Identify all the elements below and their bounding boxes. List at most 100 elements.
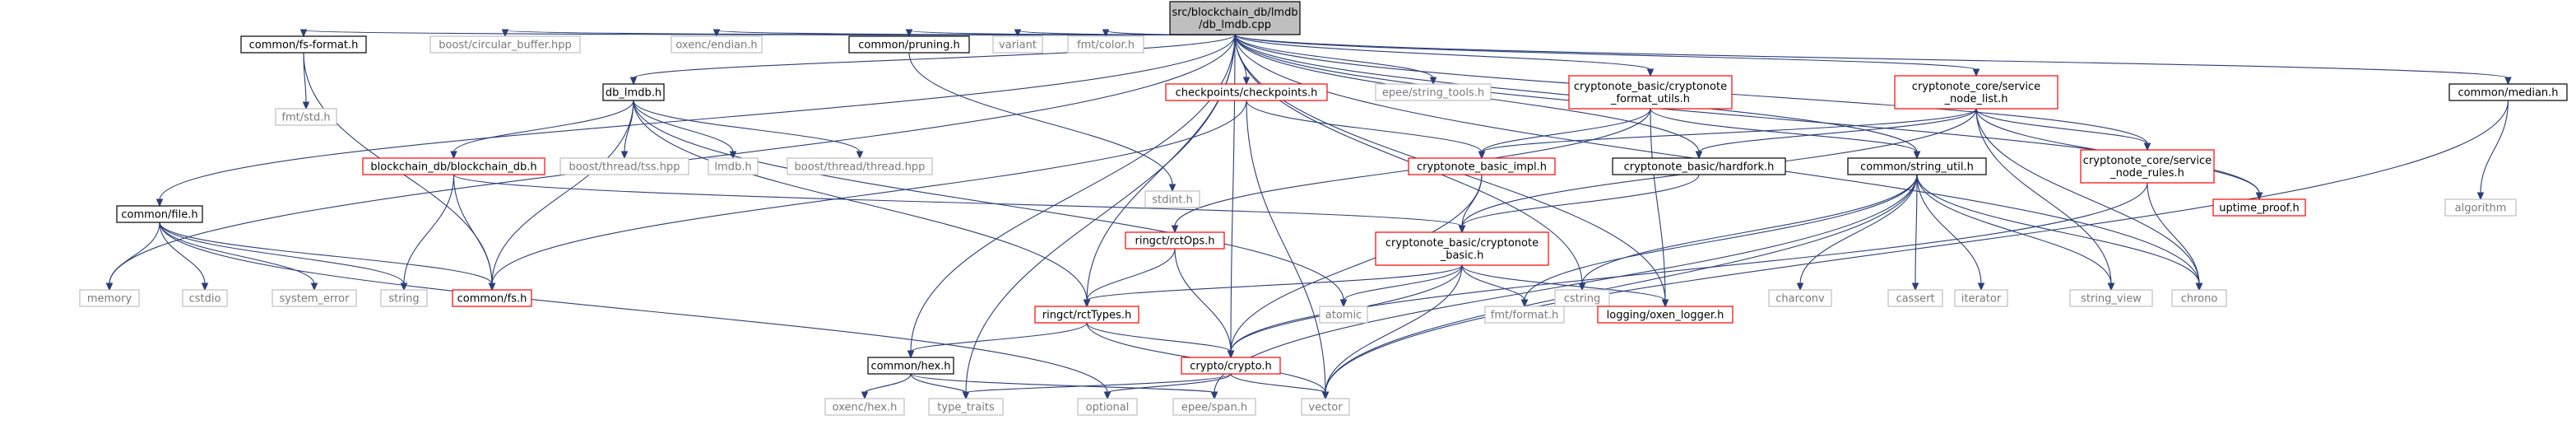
node-commonhex[interactable]: common/hex.h — [867, 357, 954, 375]
node-label-chrono: chrono — [2181, 293, 2218, 306]
nodes-layer: src/blockchain_db/lmdb/db_lmdb.cppcommon… — [79, 1, 2568, 416]
edge-bdbh-to-commonfs — [453, 174, 496, 292]
node-uptime[interactable]: uptime_proof.h — [2212, 198, 2306, 217]
edge-cnbasic-to-atomic — [1339, 264, 1463, 308]
node-label-root-1: /db_lmdb.cpp — [1199, 19, 1271, 31]
edge-root-to-cryptoh — [1227, 34, 1236, 359]
node-label-cassert: cassert — [1896, 293, 1934, 306]
edge-rcttypes-to-cryptoh — [1086, 322, 1235, 359]
edge-snrules-to-chrono — [2147, 182, 2203, 292]
node-root[interactable]: src/blockchain_db/lmdb/db_lmdb.cpp — [1169, 1, 1301, 35]
node-cstdio: cstdio — [182, 289, 228, 307]
node-hardfork[interactable]: cryptonote_basic/hardfork.h — [1612, 157, 1786, 175]
edge-rctops-to-cryptoh — [1174, 248, 1235, 359]
node-label-tss: boost/thread/tss.hpp — [569, 161, 680, 174]
node-label-median: common/median.h — [2458, 87, 2558, 100]
node-servicenodelist[interactable]: cryptonote_core/service_node_list.h — [1894, 75, 2058, 110]
edge-checkpoints-to-commonfs — [488, 100, 1247, 292]
node-basicimpl[interactable]: cryptonote_basic_impl.h — [1408, 157, 1556, 175]
node-label-dblmdbh: db_lmdb.h — [606, 87, 661, 100]
node-median[interactable]: common/median.h — [2448, 83, 2568, 101]
node-optional: optional — [1077, 398, 1138, 416]
edge-stringutil-to-cassert — [1911, 174, 1919, 292]
edge-formatutils-to-stringutil — [1650, 108, 1921, 160]
node-label-root-0: src/blockchain_db/lmdb — [1172, 7, 1297, 19]
node-label-algorithm: algorithm — [2455, 203, 2507, 215]
edge-dblmdbh-to-lmdbh — [633, 100, 737, 160]
node-algorithm: algorithm — [2444, 198, 2517, 217]
node-label-cstdio: cstdio — [189, 293, 221, 306]
node-bthread: boost/thread/thread.hpp — [787, 157, 933, 175]
edge-servicenodelist-to-basicimpl — [1478, 108, 1977, 160]
edge-commonfile-to-cstdio — [159, 222, 209, 292]
node-label-stringutil: common/string_util.h — [1860, 161, 1974, 174]
node-commonfs[interactable]: common/fs.h — [452, 289, 532, 307]
node-label-formatutils-0: cryptonote_basic/cryptonote — [1574, 81, 1727, 93]
node-label-epeestr: epee/string_tools.h — [1382, 87, 1484, 100]
edge-commonhex-to-epeespan — [910, 373, 1218, 400]
node-fmtstd: fmt/std.h — [275, 108, 337, 126]
edge-servicenodelist-to-chrono — [1975, 108, 2203, 292]
node-stringutil[interactable]: common/string_util.h — [1847, 157, 1987, 175]
node-variant: variant — [992, 35, 1043, 54]
node-commonfile[interactable]: common/file.h — [116, 205, 203, 223]
edge-commonfile-to-commonfs — [159, 222, 496, 292]
node-stringview: string_view — [2069, 289, 2153, 307]
edge-root-to-epeestr — [1234, 34, 1437, 86]
node-rcttypes[interactable]: ringct/rctTypes.h — [1034, 306, 1139, 324]
node-logger[interactable]: logging/oxen_logger.h — [1597, 306, 1734, 324]
node-label-basicimpl: cryptonote_basic_impl.h — [1417, 161, 1547, 174]
node-label-cstring: cstring — [1564, 293, 1600, 306]
node-fsformat[interactable]: common/fs-format.h — [240, 35, 367, 54]
node-fmtcolor: fmt/color.h — [1067, 35, 1144, 54]
edge-snrules-to-cryptoh — [1227, 182, 2148, 359]
node-cnbasic[interactable]: cryptonote_basic/cryptonote_basic.h — [1375, 231, 1549, 266]
node-snrules[interactable]: cryptonote_core/service_node_rules.h — [2080, 149, 2215, 184]
node-label-charconv: charconv — [1775, 293, 1825, 306]
node-label-syserror: system_error — [280, 293, 350, 306]
edge-commonhex-to-typetraits — [910, 373, 970, 400]
node-label-servicenodelist-0: cryptonote_core/service — [1912, 81, 2040, 93]
edge-dblmdbh-to-rcttypes — [633, 100, 1091, 308]
edge-servicenodelist-to-stringview — [1975, 108, 2115, 292]
node-label-oxencendian: oxenc/endian.h — [675, 40, 757, 52]
node-label-fmtstd: fmt/std.h — [281, 112, 330, 124]
node-rctops[interactable]: ringct/rctOps.h — [1125, 231, 1225, 250]
node-label-rctops: ringct/rctOps.h — [1135, 236, 1214, 248]
edge-stringutil-to-vector — [1321, 174, 1918, 400]
edge-cryptoh-to-typetraits — [962, 373, 1232, 400]
node-label-formatutils-1: _format_utils.h — [1610, 93, 1690, 105]
node-atomic: atomic — [1319, 306, 1368, 324]
edge-stringutil-to-iterator — [1916, 174, 1985, 292]
edge-commonfile-to-syserror — [159, 222, 318, 292]
node-pruning[interactable]: common/pruning.h — [848, 35, 970, 54]
node-label-variant: variant — [999, 40, 1037, 52]
edge-rcttypes-to-commonhex — [907, 322, 1088, 359]
node-label-iterator: iterator — [1961, 293, 2002, 306]
edge-pruning-to-stdint — [908, 52, 1177, 193]
node-label-epeespan: epee/span.h — [1181, 402, 1247, 414]
node-oxencendian: oxenc/endian.h — [671, 35, 763, 54]
node-label-rcttypes: ringct/rctTypes.h — [1042, 310, 1131, 322]
edge-basicimpl-to-cryptoh — [1227, 174, 1483, 359]
node-label-commonfile: common/file.h — [121, 209, 197, 222]
node-label-string: string — [388, 293, 419, 306]
node-cryptoh[interactable]: crypto/crypto.h — [1181, 357, 1281, 375]
edge-root-to-servicenodelist — [1234, 34, 1980, 77]
node-label-lmdbh: lmdb.h — [714, 161, 751, 174]
edge-dblmdbh-to-bdbh — [450, 100, 634, 160]
node-checkpoints[interactable]: checkpoints/checkpoints.h — [1165, 83, 1328, 101]
node-formatutils[interactable]: cryptonote_basic/cryptonote_format_utils… — [1568, 75, 1733, 110]
node-epeestr: epee/string_tools.h — [1375, 83, 1492, 101]
node-label-memory: memory — [87, 293, 132, 306]
node-cassert: cassert — [1887, 289, 1943, 307]
node-bdbh[interactable]: blockchain_db/blockchain_db.h — [362, 157, 545, 175]
edge-commonfile-to-memory — [105, 222, 160, 292]
edge-hardfork-to-cnbasic — [1458, 174, 1700, 234]
edge-root-to-median — [1234, 34, 2512, 86]
node-dblmdbh[interactable]: db_lmdb.h — [602, 83, 665, 101]
node-label-fmtcolor: fmt/color.h — [1077, 40, 1135, 52]
node-label-snrules-0: cryptonote_core/service — [2083, 155, 2212, 167]
node-label-fmtformat: fmt/format.h — [1491, 310, 1558, 322]
node-lmdbh: lmdb.h — [708, 157, 759, 175]
